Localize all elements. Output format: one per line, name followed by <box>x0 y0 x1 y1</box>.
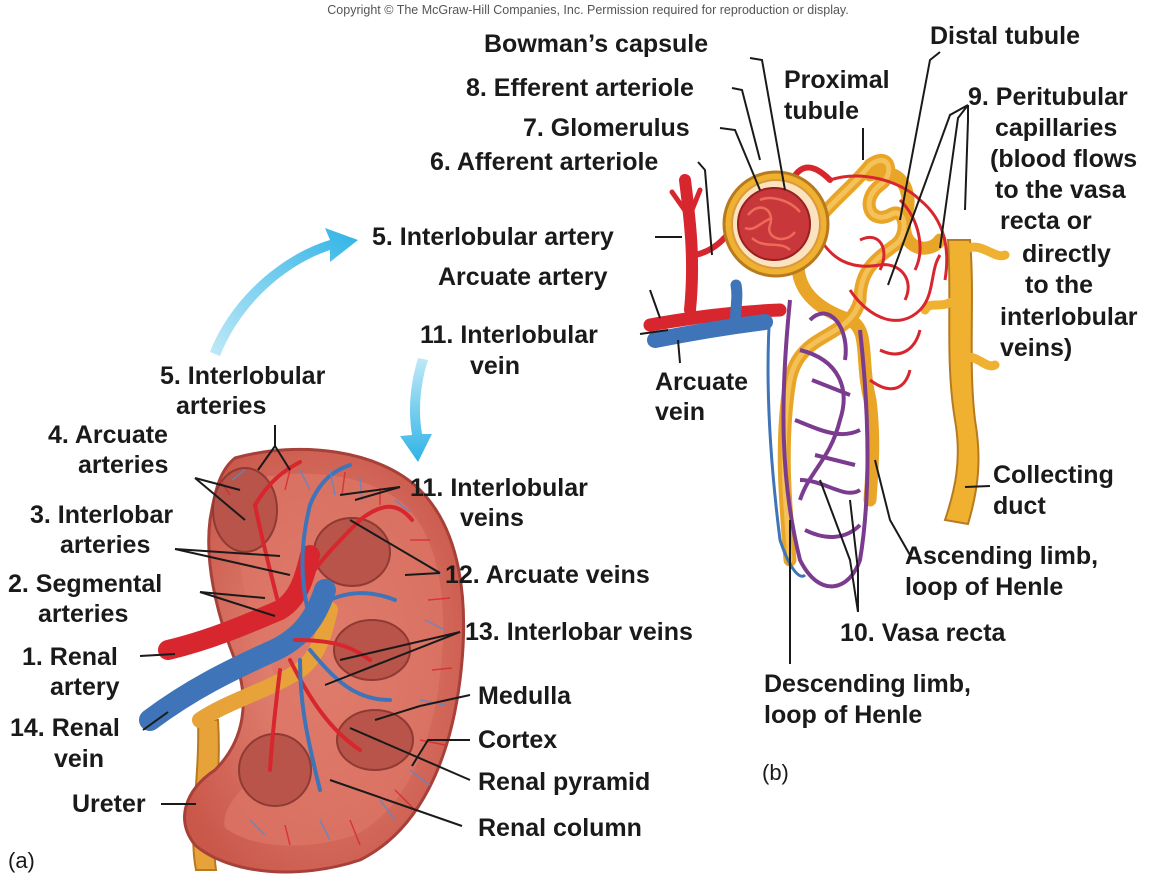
leader-lines <box>139 51 991 827</box>
labels-panel-a: 5. Interlobular arteries 4. Arcuate arte… <box>8 362 693 873</box>
label-renal-artery: 1. Renal artery <box>22 643 125 701</box>
interlobular-artery-vessel <box>679 174 699 316</box>
pyramid-5 <box>238 733 312 807</box>
label-arcuate-arteries: 4. Arcuate arteries <box>48 421 175 479</box>
label-arcuate-artery: Arcuate artery <box>438 263 608 291</box>
label-efferent-arteriole: 8. Efferent arteriole <box>466 74 694 102</box>
vasa-recta-network <box>781 299 870 589</box>
label-cortex: Cortex <box>478 726 557 754</box>
arcuate-artery-vessel <box>643 303 787 332</box>
pyramid-4 <box>336 709 414 771</box>
label-vasa-recta: 10. Vasa recta <box>840 619 1007 647</box>
label-bowmans-capsule: Bowman’s capsule <box>484 30 708 58</box>
copyright-text: Copyright © The McGraw-Hill Companies, I… <box>327 3 848 17</box>
label-renal-vein: 14. Renal vein <box>10 714 127 773</box>
labels-panel-b: Bowman’s capsule 8. Efferent arteriole 7… <box>372 22 1144 785</box>
renal-vein-vessel <box>139 579 336 731</box>
label-renal-pyramid: Renal pyramid <box>478 768 650 796</box>
label-afferent-arteriole: 6. Afferent arteriole <box>430 148 658 176</box>
panel-label-a: (a) <box>8 848 35 873</box>
label-interlobar-arteries: 3. Interlobar arteries <box>30 501 180 559</box>
peritubular-capillaries-shape <box>813 174 949 391</box>
label-medulla: Medulla <box>478 682 572 710</box>
label-ureter: Ureter <box>72 790 146 818</box>
label-ascending-limb: Ascending limb, loop of Henle <box>905 542 1105 601</box>
pyramid-3 <box>333 619 411 681</box>
label-interlobar-veins: 13. Interlobar veins <box>465 618 693 646</box>
label-interlobular-vein: 11. Interlobular vein <box>420 321 605 380</box>
label-segmental-arteries: 2. Segmental arteries <box>8 570 169 628</box>
label-collecting-duct: Collecting duct <box>993 461 1121 520</box>
label-interlobular-arteries: 5. Interlobular arteries <box>160 362 332 420</box>
label-arcuate-veins: 12. Arcuate veins <box>445 561 650 589</box>
collecting-duct-shape <box>943 239 980 526</box>
nephron-illustration <box>643 153 1010 589</box>
label-distal-tubule: Distal tubule <box>930 22 1080 50</box>
panel-label-b: (b) <box>762 760 789 785</box>
pyramid-1 <box>212 467 278 553</box>
label-glomerulus: 7. Glomerulus <box>523 114 690 142</box>
label-peritubular-capillaries: 9. Peritubular capillaries (blood flows … <box>968 83 1144 362</box>
label-renal-column: Renal column <box>478 814 642 842</box>
label-interlobular-veins: 11. Interlobular veins <box>410 474 595 532</box>
label-interlobular-artery: 5. Interlobular artery <box>372 223 614 251</box>
kidney-illustration <box>139 447 466 874</box>
label-proximal-tubule: Proximal tubule <box>784 66 897 125</box>
label-descending-limb: Descending limb, loop of Henle <box>764 670 978 729</box>
arrow-to-kidney <box>400 358 432 462</box>
label-arcuate-vein: Arcuate vein <box>655 368 755 426</box>
arrow-to-nephron <box>210 228 358 356</box>
arcuate-vein-vessel <box>647 314 773 348</box>
